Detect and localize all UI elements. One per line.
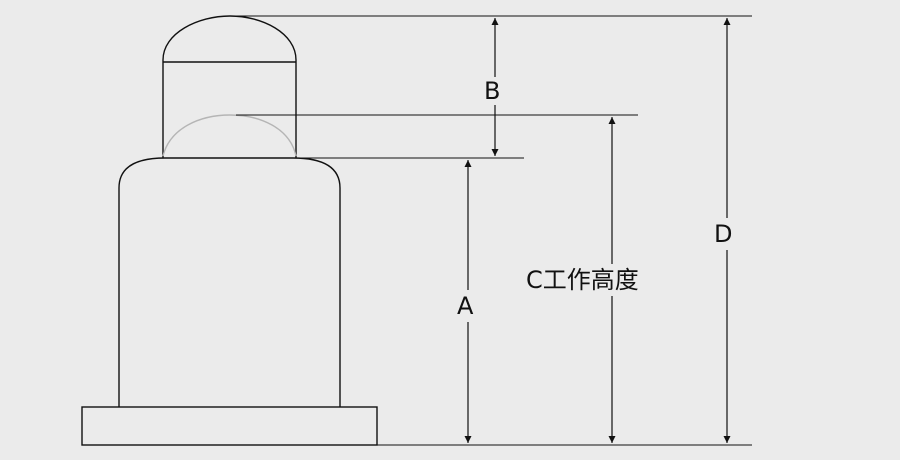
- label-c-working-height: C工作高度: [524, 264, 641, 296]
- label-b: B: [484, 77, 501, 105]
- label-d: D: [713, 218, 734, 250]
- plunger-tip: [162, 15, 297, 158]
- compressed-plunger-ghost-outline: [162, 114, 297, 157]
- label-a: A: [456, 290, 475, 322]
- barrel-body: [118, 157, 341, 407]
- base-flange: [81, 406, 378, 446]
